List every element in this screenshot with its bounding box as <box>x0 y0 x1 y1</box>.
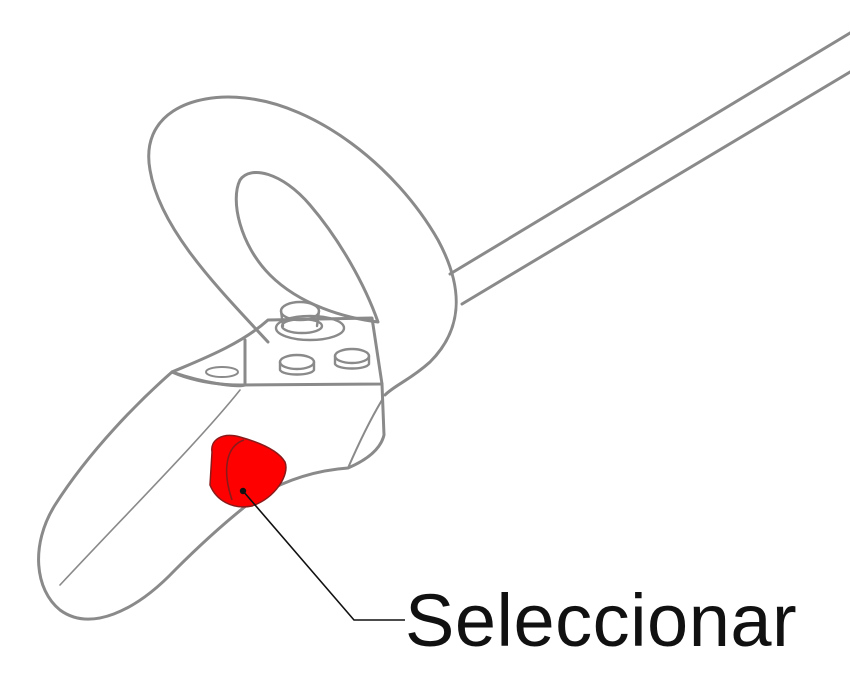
face-button-right <box>333 347 371 370</box>
tracking-ring-inner <box>234 171 380 324</box>
face-button-left <box>278 353 316 376</box>
callout-label: Seleccionar <box>405 579 798 662</box>
grip <box>37 370 386 621</box>
face-plate-edge <box>170 338 247 388</box>
trigger-button <box>209 434 287 508</box>
grip-seam <box>59 389 241 586</box>
thumbstick <box>274 300 346 342</box>
grip-underside <box>347 399 383 469</box>
cable <box>448 31 850 306</box>
leader-dot <box>239 487 247 495</box>
leader-line <box>242 490 405 621</box>
menu-slot <box>205 366 239 378</box>
tracking-ring <box>147 95 458 397</box>
